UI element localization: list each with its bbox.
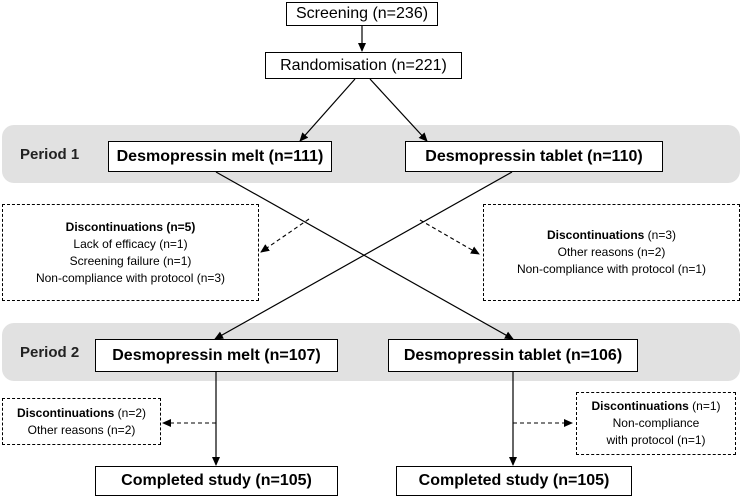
disc-left-title: Discontinuations (n=5): [65, 219, 196, 234]
disc-left-line-1: Lack of efficacy (n=1): [73, 236, 188, 251]
disc-right-title: Discontinuations (n=3): [546, 228, 677, 242]
discontinuations-p2-right-box: Discontinuations (n=1) Non-compliance wi…: [576, 392, 736, 455]
disc-right-line-2: Non-compliance with protocol (n=1): [516, 262, 707, 276]
dashed-arrow-disc-right: [419, 219, 480, 255]
disc-p2-left-title: Discontinuations (n=2): [16, 405, 147, 420]
discontinuations-left-box: Discontinuations (n=5) Lack of efficacy …: [2, 204, 259, 301]
arrow-randomisation-to-tablet-p1: [369, 78, 428, 142]
discontinuations-right-box: Discontinuations (n=3) Other reasons (n=…: [483, 204, 740, 301]
period-2-melt-box: Desmopressin melt (n=107): [95, 339, 338, 372]
randomisation-box: Randomisation (n=221): [265, 52, 462, 79]
arrow-tablet-p1-to-melt-p2: [214, 171, 513, 340]
dashed-arrow-disc-left: [260, 218, 310, 253]
disc-p2-left-line-1: Other reasons (n=2): [27, 422, 136, 437]
period-1-label: Period 1: [20, 146, 80, 163]
arrow-randomisation-to-melt-p1: [299, 78, 356, 142]
period-2-tablet-box: Desmopressin tablet (n=106): [388, 339, 638, 372]
disc-p2-right-line-2: with protocol (n=1): [606, 433, 706, 447]
screening-box: Screening (n=236): [286, 2, 438, 26]
disc-left-line-3: Non-compliance with protocol (n=3): [35, 270, 226, 285]
period-1-tablet-box: Desmopressin tablet (n=110): [405, 141, 663, 172]
disc-left-line-2: Screening failure (n=1): [69, 253, 192, 268]
completed-right-box: Completed study (n=105): [396, 466, 632, 496]
period-1-melt-box: Desmopressin melt (n=111): [108, 141, 332, 172]
disc-p2-right-title: Discontinuations (n=1): [591, 399, 721, 413]
disc-p2-right-line-1: Non-compliance: [612, 416, 700, 430]
discontinuations-p2-left-box: Discontinuations (n=2) Other reasons (n=…: [2, 398, 161, 445]
period-2-label: Period 2: [20, 344, 80, 361]
completed-left-box: Completed study (n=105): [95, 466, 338, 496]
disc-right-line-1: Other reasons (n=2): [557, 245, 666, 259]
